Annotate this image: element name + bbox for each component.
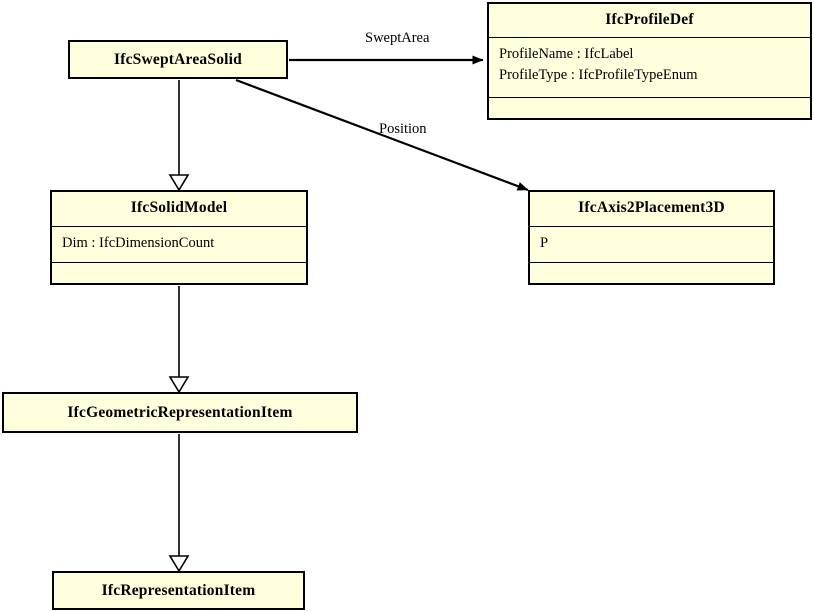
class-attributes-ifcsolidmodel: Dim : IfcDimensionCount <box>52 226 306 262</box>
class-operations-ifcsolidmodel <box>52 262 306 287</box>
class-attributes-ifcprofiledef: ProfileName : IfcLabel ProfileType : Ifc… <box>489 37 810 97</box>
class-name-ifcprofiledef: IfcProfileDef <box>605 11 694 28</box>
generalization-triangle-icon <box>168 555 190 573</box>
class-box-ifcgeometricrepresentationitem[interactable]: IfcGeometricRepresentationItem <box>2 392 358 433</box>
generalization-triangle-icon <box>168 174 190 192</box>
class-box-ifcaxis2placement3d[interactable]: IfcAxis2Placement3D P <box>528 190 775 285</box>
class-name-ifcgeometricrepresentationitem: IfcGeometricRepresentationItem <box>67 404 293 421</box>
class-attributes-ifcaxis2placement3d: P <box>530 226 773 262</box>
class-box-ifcrepresentationitem[interactable]: IfcRepresentationItem <box>52 571 305 610</box>
class-operations-ifcprofiledef <box>489 97 810 122</box>
class-box-ifcprofiledef[interactable]: IfcProfileDef ProfileName : IfcLabel Pro… <box>487 2 812 120</box>
class-name-ifcsolidmodel: IfcSolidModel <box>130 199 228 216</box>
attribute-dim: Dim : IfcDimensionCount <box>62 235 215 251</box>
attribute-p: P <box>540 235 549 251</box>
relationship-gen-geomrep-repitem <box>168 434 190 573</box>
attribute-profiletype: ProfileType : IfcProfileTypeEnum <box>499 67 698 83</box>
edge-label-sweptarea: SweptArea <box>365 30 430 46</box>
relationship-gen-solidmodel-geomrep <box>168 286 190 394</box>
class-name-ifcaxis2placement3d: IfcAxis2Placement3D <box>578 199 725 216</box>
class-name-ifcsweptareasolid: IfcSweptAreaSolid <box>114 51 242 68</box>
generalization-triangle-icon <box>168 376 190 394</box>
class-operations-ifcaxis2placement3d <box>530 262 773 287</box>
class-name-ifcrepresentationitem: IfcRepresentationItem <box>101 582 256 599</box>
edge-label-position: Position <box>379 121 427 137</box>
attribute-profilename: ProfileName : IfcLabel <box>499 46 634 62</box>
class-box-ifcsweptareasolid[interactable]: IfcSweptAreaSolid <box>68 40 288 79</box>
class-box-ifcsolidmodel[interactable]: IfcSolidModel Dim : IfcDimensionCount <box>50 190 308 285</box>
relationship-gen-swept-solidmodel <box>168 80 190 192</box>
